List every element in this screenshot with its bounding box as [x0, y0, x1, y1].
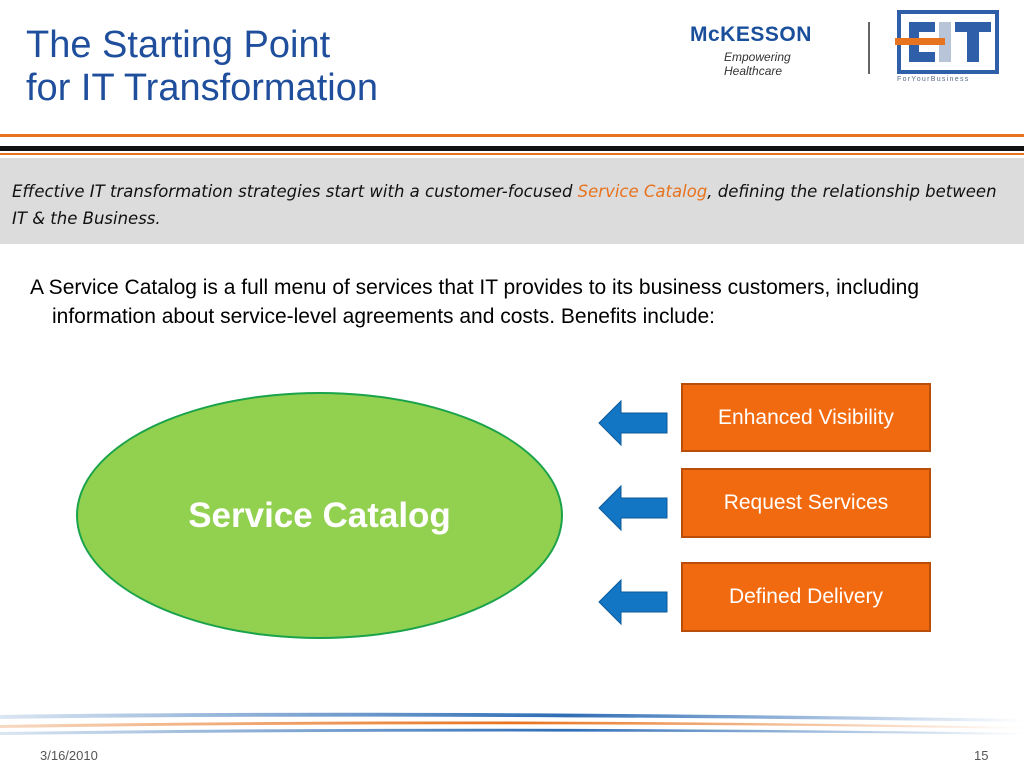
banner-highlight: Service Catalog — [577, 182, 708, 201]
mckesson-name: McKESSON — [690, 23, 812, 46]
cit-logo — [895, 10, 999, 74]
title-line-2: for IT Transformation — [26, 67, 378, 109]
logo-separator — [868, 22, 870, 74]
title-line-1: The Starting Point — [26, 24, 331, 66]
cit-tagline: ForYourBusiness — [897, 76, 970, 83]
header-rule-orange — [0, 134, 1024, 137]
banner-text: Effective IT transformation strategies s… — [12, 178, 1016, 232]
header-rule-orange-thin — [0, 153, 1024, 155]
banner-text-part-2: , defining the relationship between IT &… — [12, 182, 997, 228]
service-catalog-label: Service Catalog — [188, 496, 451, 535]
benefit-request-services: Request Services — [681, 468, 931, 538]
banner-text-part-1: Effective IT transformation strategies s… — [12, 182, 578, 201]
footer-date: 3/16/2010 — [40, 748, 98, 763]
left-arrow-icon — [598, 399, 668, 447]
footer-page-number: 15 — [974, 748, 989, 763]
slide-title: The Starting Point for IT Transformation — [26, 24, 378, 110]
left-arrow-icon — [598, 484, 668, 532]
body-paragraph: A Service Catalog is a full menu of serv… — [30, 276, 920, 328]
mckesson-logo: McKESSON Empowering Healthcare — [690, 23, 850, 79]
benefit-defined-delivery: Defined Delivery — [681, 562, 931, 632]
highlight-banner — [0, 158, 1024, 244]
footer-swoosh — [0, 712, 1024, 735]
left-arrow-icon — [598, 578, 668, 626]
header-rule-dark — [0, 146, 1024, 151]
service-catalog-ellipse — [76, 392, 563, 639]
benefit-enhanced-visibility: Enhanced Visibility — [681, 383, 931, 452]
mckesson-tagline: Empowering Healthcare — [724, 50, 791, 78]
